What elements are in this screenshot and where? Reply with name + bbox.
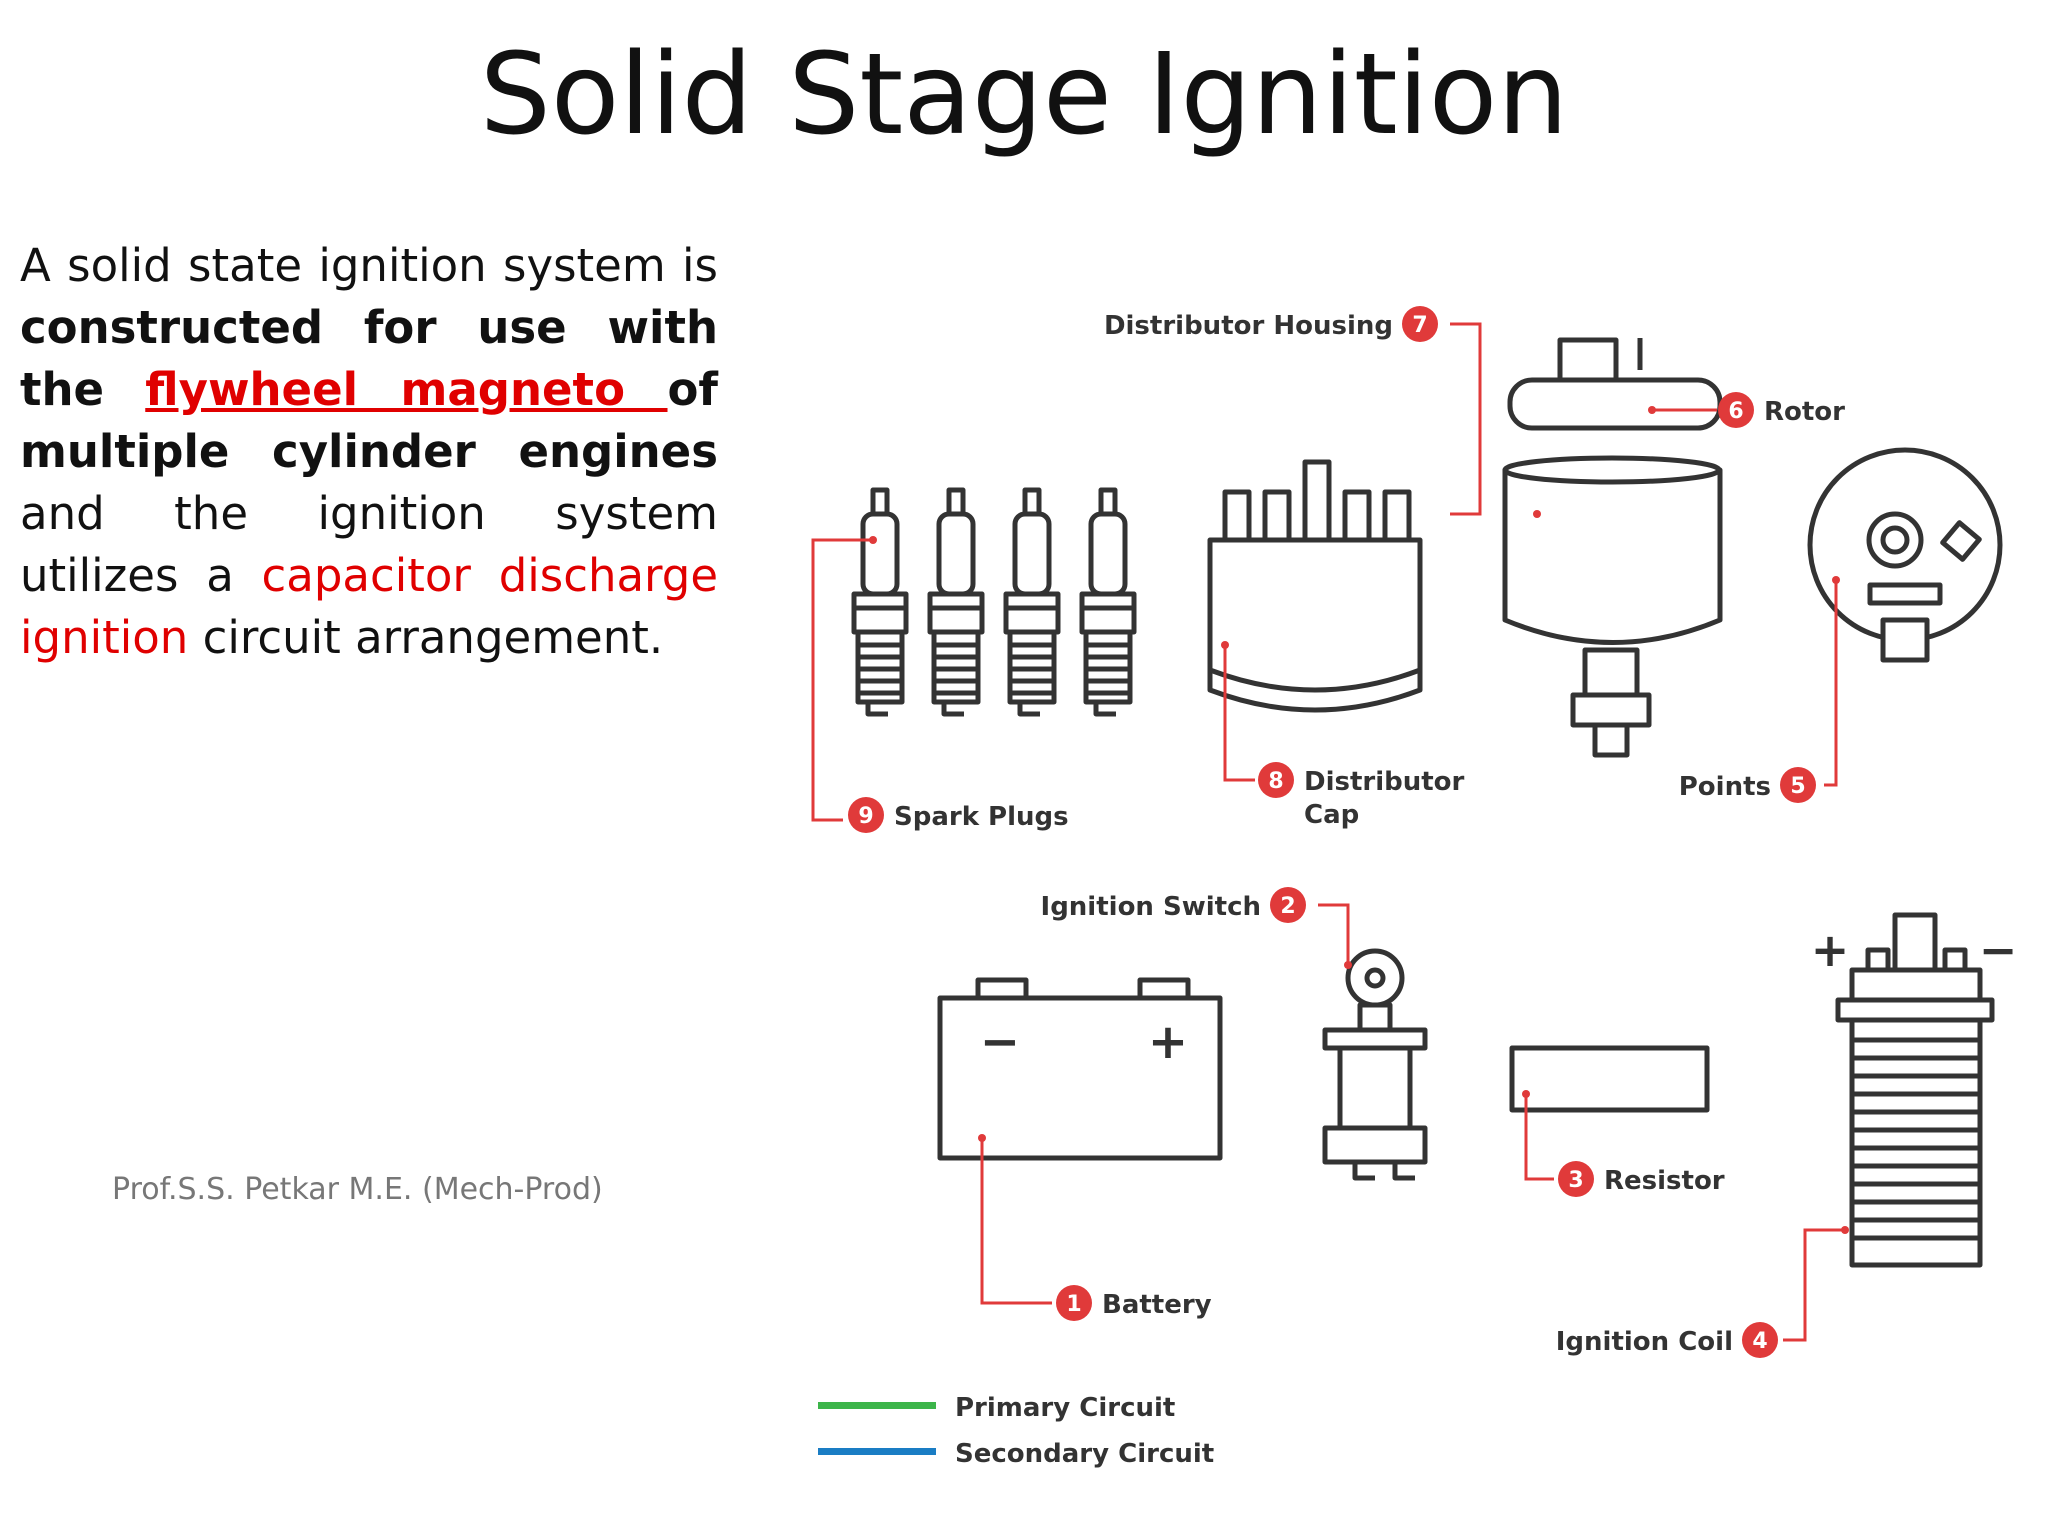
legend-swatch-secondary bbox=[818, 1448, 936, 1455]
label-battery: Battery bbox=[1102, 1290, 1212, 1320]
svg-text:8: 8 bbox=[1268, 769, 1283, 794]
points-icon bbox=[1807, 447, 2003, 663]
battery-minus-sign: − bbox=[980, 1014, 1020, 1070]
distributor-cap-icon bbox=[1207, 459, 1423, 713]
svg-text:3: 3 bbox=[1568, 1168, 1583, 1193]
badge-4: 4 bbox=[1742, 1322, 1778, 1358]
ignition-coil-icon bbox=[1835, 912, 1995, 1268]
label-points: Points bbox=[1679, 772, 1771, 802]
svg-text:2: 2 bbox=[1280, 894, 1295, 919]
badge-3: 3 bbox=[1558, 1161, 1594, 1197]
coil-plus-sign: + bbox=[1811, 923, 1850, 977]
svg-text:9: 9 bbox=[858, 804, 873, 829]
para-text-2: and the ignition system utilizes a bbox=[20, 487, 718, 602]
distributor-housing-icon bbox=[1502, 337, 1723, 758]
author-credit: Prof.S.S. Petkar M.E. (Mech-Prod) bbox=[112, 1172, 603, 1207]
label-distributor-housing: Distributor Housing bbox=[1104, 311, 1393, 341]
leader-lines bbox=[811, 322, 1845, 1342]
para-red-1: capacitor discharge ignition bbox=[20, 549, 719, 664]
spark-plug-icon bbox=[927, 487, 985, 717]
spark-plug-icon bbox=[1003, 487, 1061, 717]
spark-plug-icon bbox=[851, 487, 909, 717]
para-text-3: circuit arrangement. bbox=[188, 611, 664, 664]
label-ignition-coil: Ignition Coil bbox=[1556, 1327, 1733, 1357]
label-spark-plugs: Spark Plugs bbox=[894, 802, 1069, 832]
badge-1: 1 bbox=[1056, 1285, 1092, 1321]
legend-swatch-primary bbox=[818, 1402, 936, 1409]
label-ignition-switch: Ignition Switch bbox=[1041, 892, 1261, 922]
svg-text:6: 6 bbox=[1728, 399, 1743, 424]
leader-dots bbox=[869, 406, 1849, 1234]
badge-6: 6 bbox=[1718, 392, 1754, 428]
battery-icon bbox=[937, 977, 1223, 1161]
legend-label-secondary: Secondary Circuit bbox=[955, 1439, 1214, 1469]
badge-9: 9 bbox=[848, 797, 884, 833]
svg-text:5: 5 bbox=[1790, 774, 1805, 799]
label-distributor-cap-line2: Cap bbox=[1304, 800, 1359, 830]
badge-7: 7 bbox=[1402, 306, 1438, 342]
label-rotor: Rotor bbox=[1764, 397, 1845, 427]
label-distributor-cap-line1: Distributor bbox=[1304, 767, 1465, 797]
spark-plug-icon bbox=[1079, 487, 1137, 717]
flywheel-magneto-link[interactable]: flywheel magneto bbox=[145, 363, 668, 416]
svg-text:7: 7 bbox=[1412, 313, 1427, 338]
para-text-1: A solid state ignition system is bbox=[20, 239, 718, 292]
para-bold-2: of multiple cylinder engines bbox=[20, 363, 719, 478]
coil-minus-sign: − bbox=[1979, 923, 2018, 977]
badge-8: 8 bbox=[1258, 762, 1294, 798]
battery-plus-sign: + bbox=[1148, 1014, 1188, 1070]
legend-label-primary: Primary Circuit bbox=[955, 1393, 1175, 1423]
badge-2: 2 bbox=[1270, 887, 1306, 923]
para-bold-1: constructed for use with the bbox=[20, 301, 718, 416]
description-paragraph: A solid state ignition system is constru… bbox=[20, 235, 718, 669]
label-resistor: Resistor bbox=[1604, 1166, 1725, 1196]
slide-title: Solid Stage Ignition bbox=[479, 30, 1569, 160]
badge-5: 5 bbox=[1780, 767, 1816, 803]
svg-text:1: 1 bbox=[1066, 1292, 1081, 1317]
svg-text:4: 4 bbox=[1752, 1329, 1767, 1354]
ignition-switch-icon bbox=[1322, 948, 1428, 1181]
resistor-icon bbox=[1509, 1045, 1710, 1113]
legend: Primary Circuit Secondary Circuit bbox=[818, 1393, 1214, 1469]
